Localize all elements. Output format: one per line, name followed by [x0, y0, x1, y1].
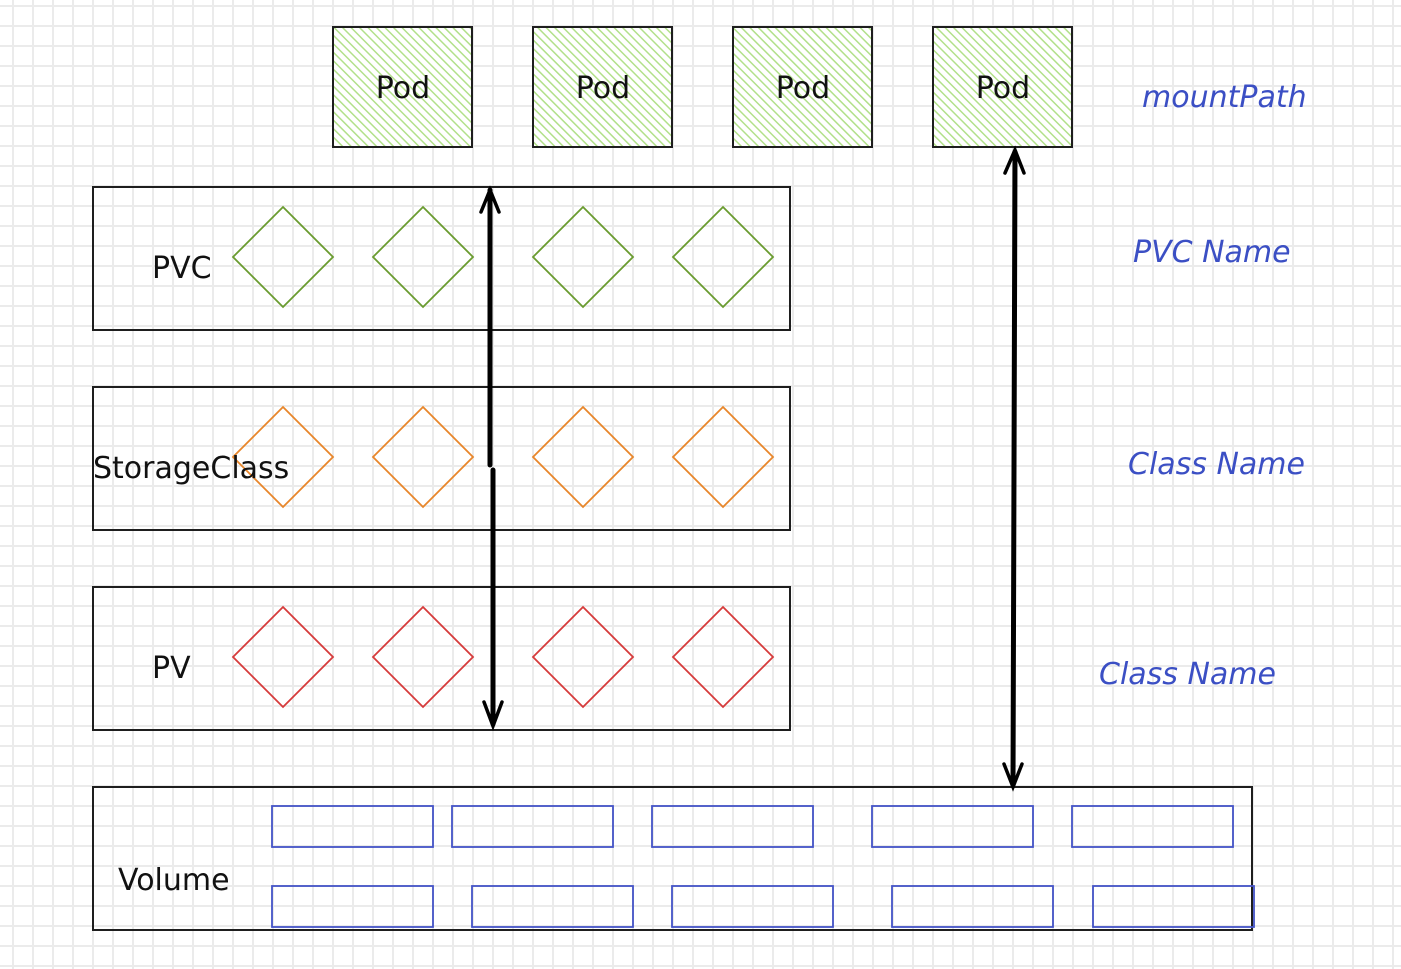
pod-label: Pod — [376, 71, 430, 106]
pv-diamond-group — [231, 605, 775, 709]
volume-block[interactable] — [891, 885, 1054, 928]
volume-block[interactable] — [451, 805, 614, 848]
pv-diamond[interactable] — [671, 605, 775, 709]
volume-block[interactable] — [1071, 805, 1234, 848]
pvc-diamond-group — [231, 205, 775, 309]
volume-layer[interactable]: Volume — [92, 786, 1255, 931]
pv-diamond[interactable] — [371, 605, 475, 709]
storageclass-layer-label: StorageClass — [93, 451, 289, 486]
pvc-diamond[interactable] — [671, 205, 775, 309]
pvc-to-pv-arrow — [479, 185, 504, 731]
pv-diamond[interactable] — [231, 605, 335, 709]
pod-row: Pod Pod Pod Pod — [332, 26, 1073, 148]
pv-diamond[interactable] — [531, 605, 635, 709]
pv-layer[interactable]: PV — [92, 586, 791, 731]
pvc-diamond[interactable] — [371, 205, 475, 309]
pod-node[interactable]: Pod — [732, 26, 873, 148]
volume-block[interactable] — [651, 805, 814, 848]
annotation-pvc-name: PVC Name — [1133, 235, 1291, 270]
annotation-class-name-pv: Class Name — [1099, 657, 1276, 692]
annotations: mountPath PVC Name Class Name Class Name — [1099, 80, 1307, 692]
pvc-layer-label: PVC — [152, 251, 212, 286]
volume-block[interactable] — [871, 805, 1034, 848]
pv-layer-label: PV — [152, 651, 191, 686]
volume-layer-label: Volume — [118, 863, 230, 898]
pod-label: Pod — [576, 71, 630, 106]
volume-block[interactable] — [271, 805, 434, 848]
volume-block-group — [271, 805, 1255, 928]
pvc-layer[interactable]: PVC — [92, 186, 791, 331]
storageclass-layer[interactable]: StorageClass — [92, 386, 791, 531]
storageclass-diamond[interactable] — [671, 405, 775, 509]
pod-node[interactable]: Pod — [532, 26, 673, 148]
storageclass-diamond[interactable] — [231, 405, 335, 509]
storageclass-diamond[interactable] — [531, 405, 635, 509]
storageclass-diamond-group — [231, 405, 775, 509]
storageclass-diamond[interactable] — [371, 405, 475, 509]
pvc-diamond[interactable] — [231, 205, 335, 309]
pod-to-volume-arrow — [1002, 145, 1026, 792]
volume-block[interactable] — [271, 885, 434, 928]
pvc-diamond[interactable] — [531, 205, 635, 309]
pod-node[interactable]: Pod — [332, 26, 473, 148]
volume-block[interactable] — [471, 885, 634, 928]
volume-block[interactable] — [671, 885, 834, 928]
volume-block[interactable] — [1092, 885, 1255, 928]
annotation-class-name-storageclass: Class Name — [1128, 447, 1305, 482]
pod-label: Pod — [776, 71, 830, 106]
pod-label: Pod — [976, 71, 1030, 106]
pod-node[interactable]: Pod — [932, 26, 1073, 148]
annotation-mountpath: mountPath — [1142, 80, 1307, 115]
